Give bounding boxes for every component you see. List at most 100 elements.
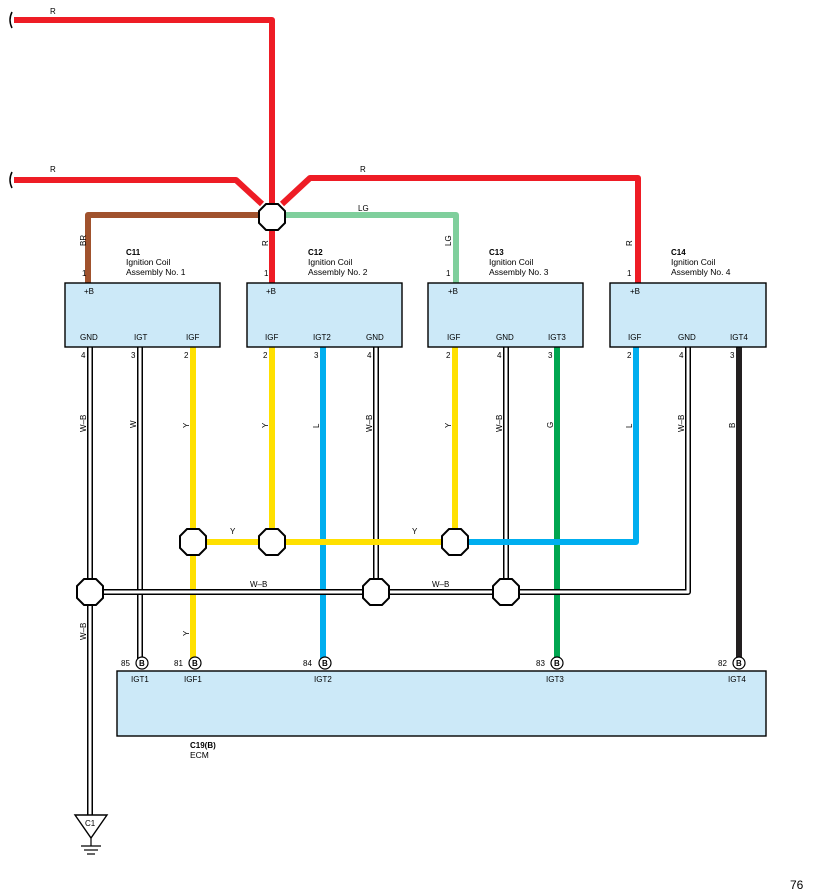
coil-id: C13: [489, 248, 504, 257]
pin-number: 85: [121, 659, 130, 668]
coil-name: Assembly No. 1: [126, 267, 186, 277]
splice-nodes: [76, 528, 520, 606]
pin-label: IGT1: [131, 675, 149, 684]
coil-id: C12: [308, 248, 323, 257]
pin-number: 4: [81, 351, 86, 360]
wire-label: Y: [182, 630, 191, 636]
wire-r-top: [14, 17, 275, 215]
pin-number: 3: [548, 351, 553, 360]
wire-label: Y: [230, 527, 236, 536]
splice-node: [441, 528, 469, 556]
wire-label: LG: [444, 235, 453, 246]
wire-label-mid: R: [50, 165, 56, 174]
coil-box: [609, 282, 767, 348]
wire-break-mark: [9, 171, 13, 189]
wire-label: L: [625, 423, 634, 428]
wire-labels: W–B W Y Y L W–B Y W–B G L W–B B BR R LG …: [79, 235, 737, 640]
wire-label: W–B: [365, 415, 374, 432]
coil-name: Assembly No. 3: [489, 267, 549, 277]
junction-node: [258, 203, 286, 231]
pin-label: IGF: [447, 333, 460, 342]
wire-label: B: [728, 423, 737, 428]
pin-label: +B: [266, 287, 276, 296]
wire-label: W–B: [677, 415, 686, 432]
ecm-pin: B 85 IGT1: [121, 656, 149, 684]
pin-label: IGF: [265, 333, 278, 342]
pin-label: IGT4: [730, 333, 748, 342]
pin-number: 4: [367, 351, 372, 360]
splice-node: [179, 528, 207, 556]
ecm-pin: B 83 IGT3: [536, 656, 564, 684]
coil-name: Ignition Coil: [489, 257, 534, 267]
wire-lg: [282, 212, 459, 283]
wire-label: Y: [412, 527, 418, 536]
splice-node: [76, 578, 104, 606]
wire-label: W–B: [79, 623, 88, 640]
ecm-pin: B 81 IGF1: [174, 656, 202, 684]
pin-label: +B: [448, 287, 458, 296]
connector-letter: B: [192, 659, 198, 668]
wire-label-lg: LG: [358, 204, 369, 213]
pin-label: IGT2: [313, 333, 331, 342]
wire-label: G: [546, 422, 555, 428]
coil-box: [427, 282, 584, 348]
coil-c11: C11 Ignition Coil Assembly No. 1 1 +B GN…: [64, 248, 221, 360]
coil-c13: C13 Ignition Coil Assembly No. 3 1 +B IG…: [427, 248, 584, 360]
pin-number: 2: [184, 351, 189, 360]
splice-node: [258, 528, 286, 556]
wire-label: W–B: [432, 580, 449, 589]
pin-number: 4: [497, 351, 502, 360]
wire-break-mark: [9, 11, 13, 29]
pin-number: 2: [627, 351, 632, 360]
pin-label: IGT2: [314, 675, 332, 684]
pin-label: +B: [630, 287, 640, 296]
pin-number: 1: [446, 269, 451, 278]
coil-c12: C12 Ignition Coil Assembly No. 2 1 +B IG…: [246, 248, 403, 360]
wire-label: Y: [261, 422, 270, 428]
pin-number: 3: [314, 351, 319, 360]
ground-label: C1: [85, 819, 96, 828]
pin-number: 2: [446, 351, 451, 360]
coil-output-wires: C1: [73, 347, 742, 855]
coil-id: C14: [671, 248, 686, 257]
ecm-pin: B 84 IGT2: [303, 656, 332, 684]
pin-label: GND: [80, 333, 98, 342]
wire-label: R: [625, 240, 634, 246]
wire-r-right: [279, 175, 641, 283]
pin-label: IGT3: [548, 333, 566, 342]
wire-label: W–B: [79, 415, 88, 432]
page-number: 76: [790, 878, 804, 889]
pin-number: 1: [627, 269, 632, 278]
pin-number: 4: [679, 351, 684, 360]
coil-name: Ignition Coil: [308, 257, 353, 267]
wire-label: W–B: [250, 580, 267, 589]
coil-name: Ignition Coil: [671, 257, 716, 267]
ecm-name: ECM: [190, 750, 209, 760]
wire-label: W: [129, 420, 138, 428]
wire-l-c14: [455, 347, 639, 545]
ecm-pin: B 82 IGT4: [718, 656, 746, 684]
ecm-id: C19(B): [190, 741, 216, 750]
coil-box: [64, 282, 221, 348]
pin-number: 84: [303, 659, 312, 668]
connector-letter: B: [736, 659, 742, 668]
wire-label: BR: [79, 235, 88, 246]
wire-label: Y: [182, 422, 191, 428]
coil-box: [246, 282, 403, 348]
pin-number: 83: [536, 659, 545, 668]
wire-label: W–B: [495, 415, 504, 432]
pin-number: 81: [174, 659, 183, 668]
wire-label-top: R: [50, 7, 56, 16]
pin-label: GND: [496, 333, 514, 342]
ecm: C19(B) ECM B 85 IGT1 B 81 IGF1 B 84 IGT2…: [116, 656, 767, 760]
pin-number: 1: [264, 269, 269, 278]
connector-letter: B: [554, 659, 560, 668]
pin-label: +B: [84, 287, 94, 296]
coil-id: C11: [126, 248, 141, 257]
coil-c14: C14 Ignition Coil Assembly No. 4 1 +B IG…: [609, 248, 767, 360]
supply-wires: R R R LG: [9, 7, 641, 283]
splice-node: [362, 578, 390, 606]
pin-label: IGF: [186, 333, 199, 342]
coil-name: Ignition Coil: [126, 257, 171, 267]
